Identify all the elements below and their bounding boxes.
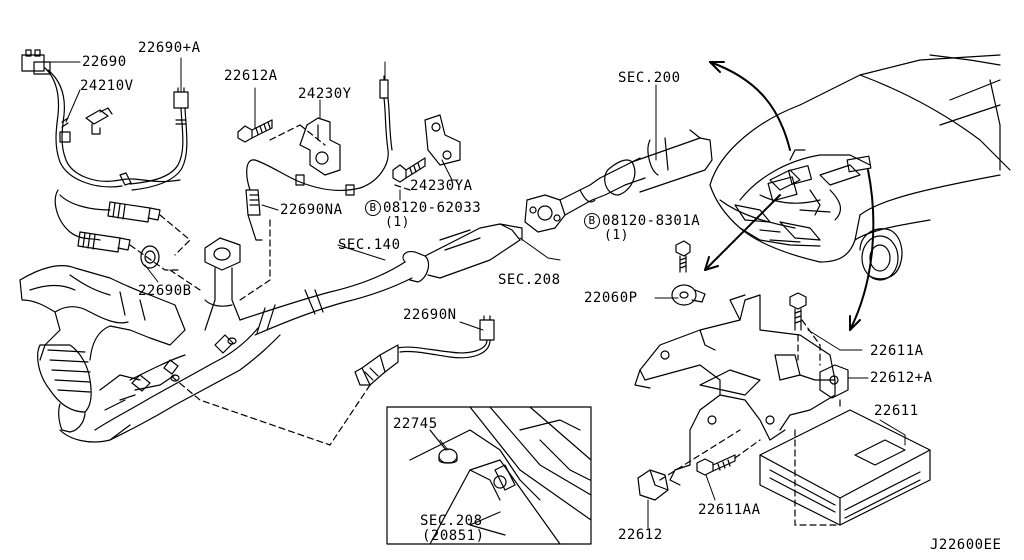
label-sec140: SEC.140 bbox=[338, 237, 401, 253]
diagram-id: J22600EE bbox=[930, 537, 1002, 553]
catalytic-converter[interactable] bbox=[37, 344, 131, 443]
location-arrows bbox=[704, 61, 875, 331]
label-22611A: 22611A bbox=[870, 343, 924, 359]
oxygen-sensor-upper[interactable] bbox=[59, 194, 161, 223]
bolt-22611AA[interactable] bbox=[696, 454, 736, 476]
label-inset-sec208: SEC.208 bbox=[420, 513, 483, 529]
label-inset-sec-ref: (20851) bbox=[422, 528, 485, 544]
label-22060P: 22060P bbox=[584, 290, 638, 306]
clip-24210V[interactable] bbox=[85, 107, 113, 135]
ecm-bracket[interactable] bbox=[634, 294, 836, 486]
label-sec200: SEC.200 bbox=[618, 70, 681, 86]
label-bolt1-qty: (1) bbox=[385, 215, 410, 230]
label-22611AA: 22611AA bbox=[698, 502, 761, 518]
label-24210V: 24210V bbox=[80, 78, 134, 94]
sensor-22690N[interactable] bbox=[354, 315, 495, 386]
ecm-22611[interactable] bbox=[759, 409, 931, 526]
sensor-22690-connector[interactable] bbox=[21, 49, 51, 75]
clip-22612[interactable] bbox=[637, 469, 669, 501]
bracket-22612A2[interactable] bbox=[819, 364, 849, 399]
leader-lines-right bbox=[659, 319, 841, 526]
label-sec208: SEC.208 bbox=[498, 272, 561, 288]
bracket-24230Y[interactable] bbox=[299, 117, 341, 176]
exhaust-manifold[interactable] bbox=[19, 265, 186, 361]
bolt1-code: 08120-62033 bbox=[383, 200, 482, 216]
bolt-08120-8301A[interactable] bbox=[675, 240, 691, 273]
front-pipe[interactable] bbox=[94, 327, 281, 441]
bracket-24230YA[interactable] bbox=[424, 114, 461, 166]
bolt-symbol-b: B bbox=[365, 200, 381, 216]
oxygen-sensor-lower[interactable] bbox=[77, 231, 131, 253]
leader-lines-solid bbox=[47, 57, 906, 529]
leader-22690N bbox=[169, 374, 371, 446]
label-22745: 22745 bbox=[393, 416, 438, 432]
bolt2-code: 08120-8301A bbox=[602, 213, 701, 229]
label-22690B: 22690B bbox=[138, 283, 192, 299]
label-22690N: 22690N bbox=[403, 307, 457, 323]
inset-detail-box bbox=[386, 406, 592, 545]
bolt-08120-62033[interactable] bbox=[392, 157, 426, 183]
label-22690NA: 22690NA bbox=[280, 202, 343, 218]
sensor-22690-wire bbox=[47, 69, 181, 183]
bolt-22611A[interactable] bbox=[789, 292, 807, 331]
label-bolt2-qty: (1) bbox=[604, 228, 629, 243]
flange-sec208[interactable] bbox=[524, 194, 566, 233]
label-22611: 22611 bbox=[874, 403, 919, 419]
grommet-22745[interactable] bbox=[438, 448, 458, 464]
label-24230YA: 24230YA bbox=[410, 178, 473, 194]
bolt-22612A[interactable] bbox=[237, 119, 273, 143]
label-24230Y: 24230Y bbox=[298, 86, 352, 102]
label-22690: 22690 bbox=[82, 54, 127, 70]
label-22612A2: 22612+A bbox=[870, 370, 933, 386]
label-22690A: 22690+A bbox=[138, 40, 201, 56]
pipe-flange[interactable] bbox=[204, 237, 241, 331]
leader-lines-left bbox=[129, 124, 411, 301]
label-22612: 22612 bbox=[618, 527, 663, 543]
exhaust-pipe-mid[interactable] bbox=[239, 223, 523, 336]
gasket-22690B[interactable] bbox=[140, 245, 160, 269]
bolt-symbol-b2: B bbox=[584, 213, 600, 229]
knock-sensor-22060P[interactable] bbox=[671, 284, 706, 306]
sensor-22690NA[interactable] bbox=[245, 75, 393, 241]
label-22612A: 22612A bbox=[224, 68, 278, 84]
car-illustration bbox=[709, 54, 1011, 281]
pipe-sec200[interactable] bbox=[559, 129, 713, 216]
